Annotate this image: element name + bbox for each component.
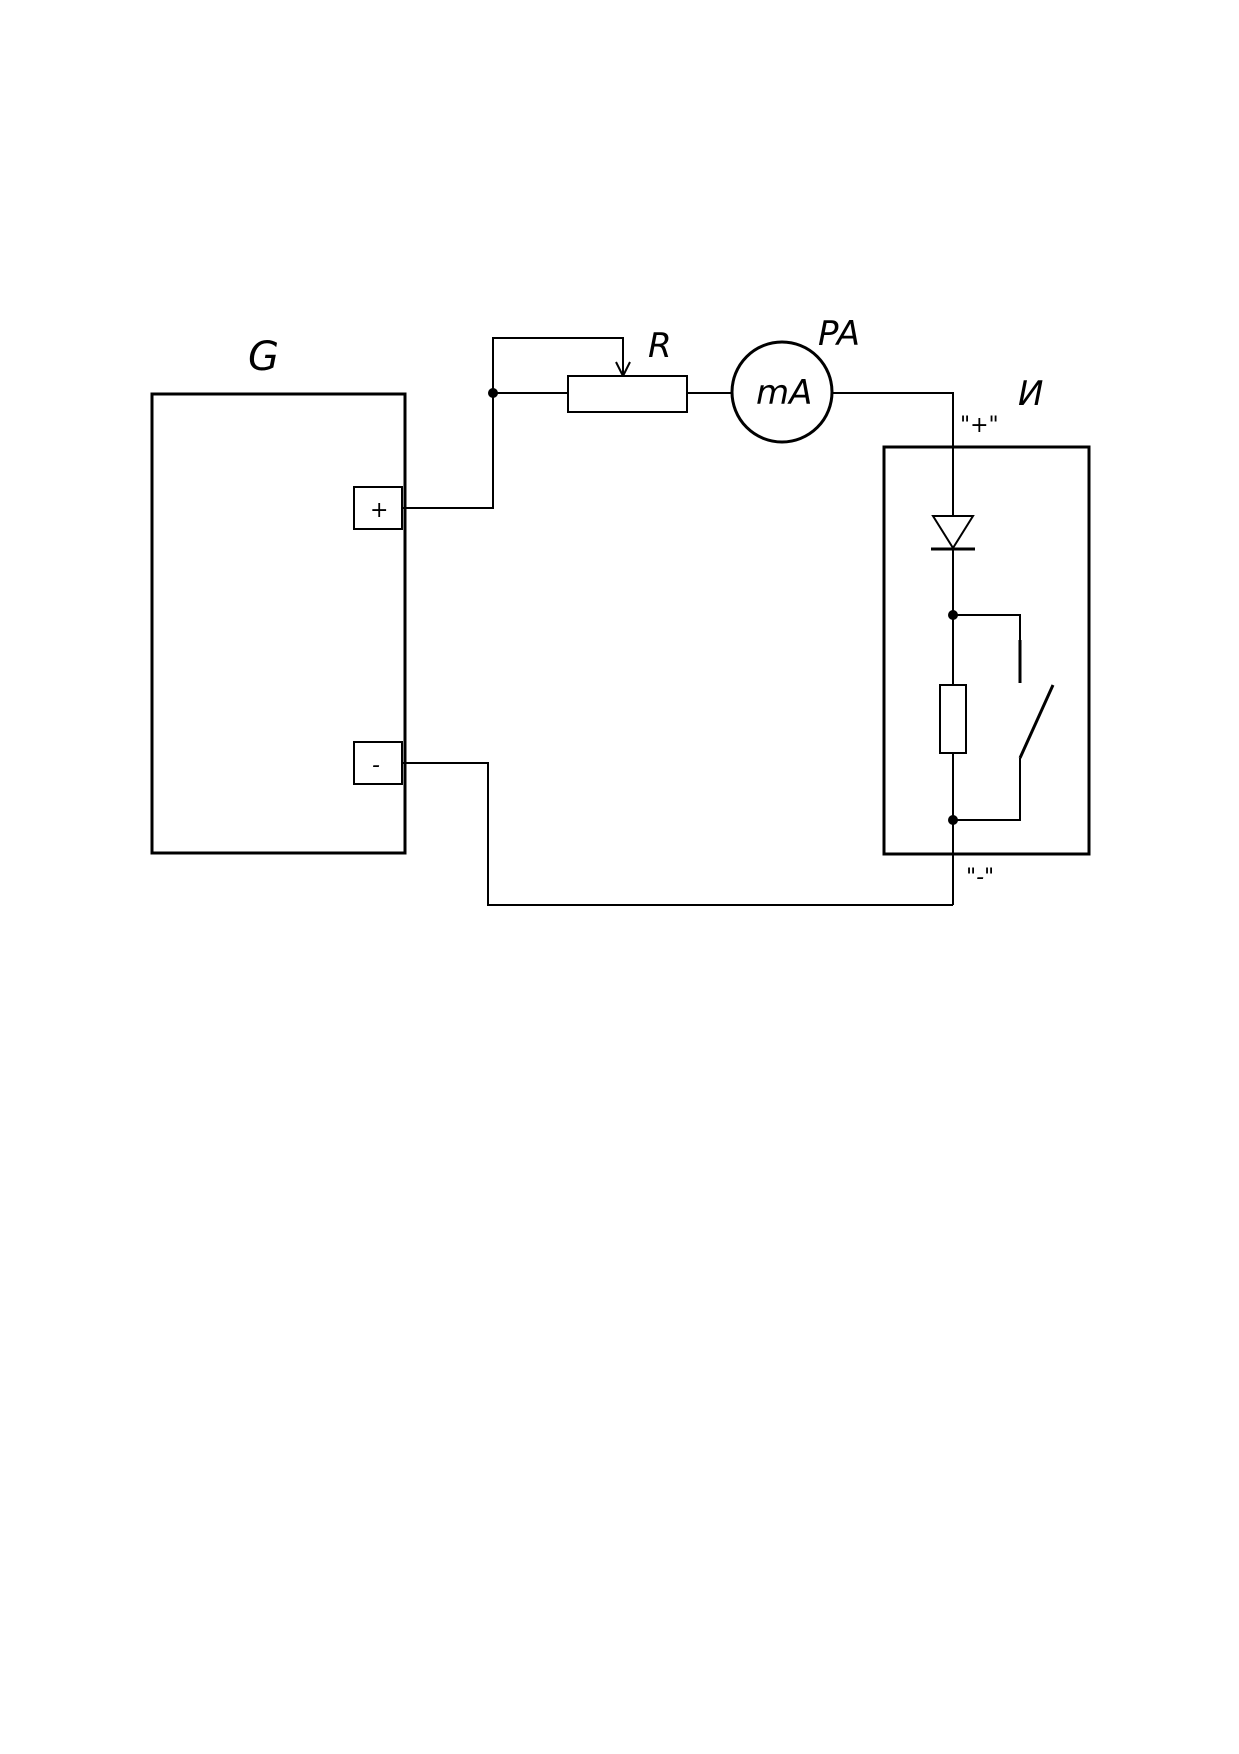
device: И "+" "-" [882, 374, 1091, 905]
generator: G + - [150, 334, 407, 855]
switch-blade [1018, 684, 1055, 759]
ammeter-body [730, 340, 834, 444]
resistor-body [939, 684, 967, 754]
wire-ammeter-to-device [833, 392, 954, 516]
wire-return-to-minus [402, 762, 953, 906]
generator-label: G [248, 334, 279, 380]
rheostat-slider-wire [492, 337, 624, 393]
diode-triangle [931, 515, 975, 550]
device-label: И [1018, 374, 1043, 414]
device-body [882, 445, 1091, 856]
generator-minus-terminal-label: - [372, 753, 380, 778]
ammeter-label: PA [818, 314, 860, 354]
device-minus-terminal-label: "-" [966, 865, 994, 890]
rheostat-label: R [648, 326, 672, 366]
switch-upper-wire [953, 614, 1021, 640]
generator-plus-terminal-label: + [370, 498, 388, 523]
rheostat-body [567, 375, 688, 413]
rheostat: R [492, 326, 688, 413]
generator-body [150, 392, 407, 855]
ammeter: mA PA [730, 314, 860, 444]
device-plus-terminal-label: "+" [960, 413, 999, 438]
generator-minus-terminal [353, 741, 403, 785]
generator-plus-terminal [353, 486, 403, 530]
switch-lower-wire [953, 758, 1021, 821]
ammeter-unit-label: mA [756, 373, 812, 413]
wire-plus-to-node [402, 393, 494, 509]
